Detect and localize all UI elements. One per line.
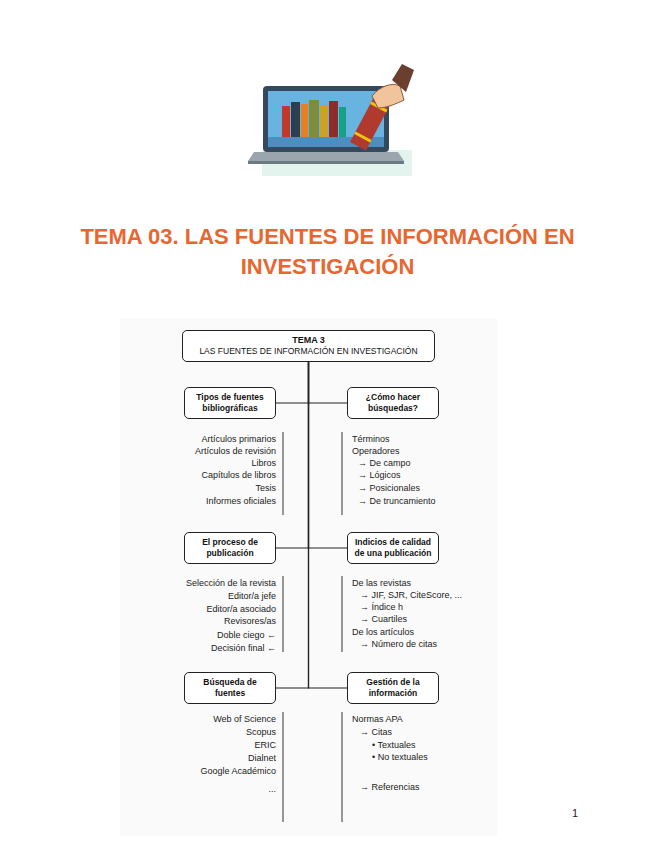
- section-box: Tipos de fuentes bibliográficas: [184, 387, 276, 419]
- list-item: ...: [76, 784, 276, 795]
- list-item: Selección de la revista: [76, 578, 276, 589]
- list-item: → De truncamiento: [358, 496, 436, 507]
- laptop-edge: [248, 161, 404, 164]
- connector: [309, 362, 348, 403]
- box-label: El proceso de publicación: [189, 537, 271, 559]
- book: [339, 107, 346, 137]
- list-item: Términos: [352, 434, 390, 445]
- diagram-ground: [120, 318, 497, 836]
- list-bar: [342, 576, 343, 652]
- list-item: Libros: [76, 458, 276, 469]
- connector: [276, 362, 309, 688]
- list-item: Artículos de revisión: [76, 446, 276, 457]
- sleeve: [392, 64, 414, 92]
- connector: [276, 362, 309, 403]
- list-item: Scopus: [76, 727, 276, 738]
- list-item: Normas APA: [352, 714, 403, 725]
- list-item: Decisión final ←: [76, 643, 276, 654]
- list-item: Revisores/as: [76, 616, 276, 627]
- list-item: → Posicionales: [358, 483, 420, 494]
- list-item: Dialnet: [76, 753, 276, 764]
- box-label: Indicios de calidad de una publicación: [352, 537, 434, 559]
- page-number: 1: [572, 808, 578, 819]
- list-item: → Citas: [360, 727, 392, 738]
- list-item: Artículos primarios: [76, 434, 276, 445]
- box-label: Tipos de fuentes bibliográficas: [189, 392, 271, 414]
- list-bar: [342, 712, 343, 822]
- list-item: De los artículos: [352, 627, 414, 638]
- box-label: Búsqueda de fuentes: [189, 677, 271, 699]
- connector: [276, 362, 309, 548]
- list-item: → Índice h: [360, 602, 403, 613]
- section-box: Indicios de calidad de una publicación: [347, 532, 439, 564]
- list-item: ERIC: [76, 740, 276, 751]
- topic-box: TEMA 3LAS FUENTES DE INFORMACIÓN EN INVE…: [182, 330, 435, 362]
- book: [329, 101, 338, 137]
- list-item: Tesis: [76, 483, 276, 494]
- laptop-base: [248, 152, 404, 161]
- section-box: El proceso de publicación: [184, 532, 276, 564]
- topic-number: TEMA 3: [187, 335, 430, 346]
- list-item: → Lógicos: [358, 470, 401, 481]
- list-bar: [283, 576, 284, 652]
- list-item: Editor/a asociado: [76, 604, 276, 615]
- list-item: → Cuartiles: [360, 614, 407, 625]
- section-box: Búsqueda de fuentes: [184, 672, 276, 704]
- box-label: Gestión de la información: [352, 677, 434, 699]
- list-item: Doble ciego ←: [76, 630, 276, 641]
- connector: [309, 362, 348, 688]
- list-item: → Número de citas: [360, 639, 437, 650]
- hand: [372, 84, 404, 108]
- list-bar: [283, 432, 284, 515]
- list-item: • Textuales: [372, 740, 416, 751]
- list-item: Google Académico: [76, 766, 276, 777]
- book: [301, 104, 308, 137]
- list-item: Editor/a jefe: [76, 591, 276, 602]
- list-item: → JIF, SJR, CiteScore, ...: [360, 590, 462, 601]
- list-item: Capítulos de libros: [76, 470, 276, 481]
- box-label: ¿Cómo hacer búsquedas?: [352, 392, 434, 414]
- book: [309, 100, 319, 137]
- list-item: → Referencias: [360, 782, 420, 793]
- list-bar: [342, 432, 343, 515]
- box-label: LAS FUENTES DE INFORMACIÓN EN INVESTIGAC…: [187, 346, 430, 357]
- list-bar: [283, 712, 284, 822]
- book: [320, 105, 328, 137]
- held-book-band: [354, 131, 371, 142]
- connector: [309, 362, 348, 548]
- list-brackets: [283, 432, 342, 822]
- section-box: Gestión de la información: [347, 672, 439, 704]
- list-item: → De campo: [358, 458, 411, 469]
- list-item: Web of Science: [76, 714, 276, 725]
- page-title: TEMA 03. LAS FUENTES DE INFORMACIÓN EN I…: [40, 222, 615, 282]
- list-item: Operadores: [352, 446, 400, 457]
- list-item: • No textuales: [372, 752, 428, 763]
- book: [291, 102, 300, 137]
- list-item: Informes oficiales: [76, 496, 276, 507]
- section-box: ¿Cómo hacer búsquedas?: [347, 387, 439, 419]
- list-item: De las revistas: [352, 578, 411, 589]
- book: [282, 106, 290, 137]
